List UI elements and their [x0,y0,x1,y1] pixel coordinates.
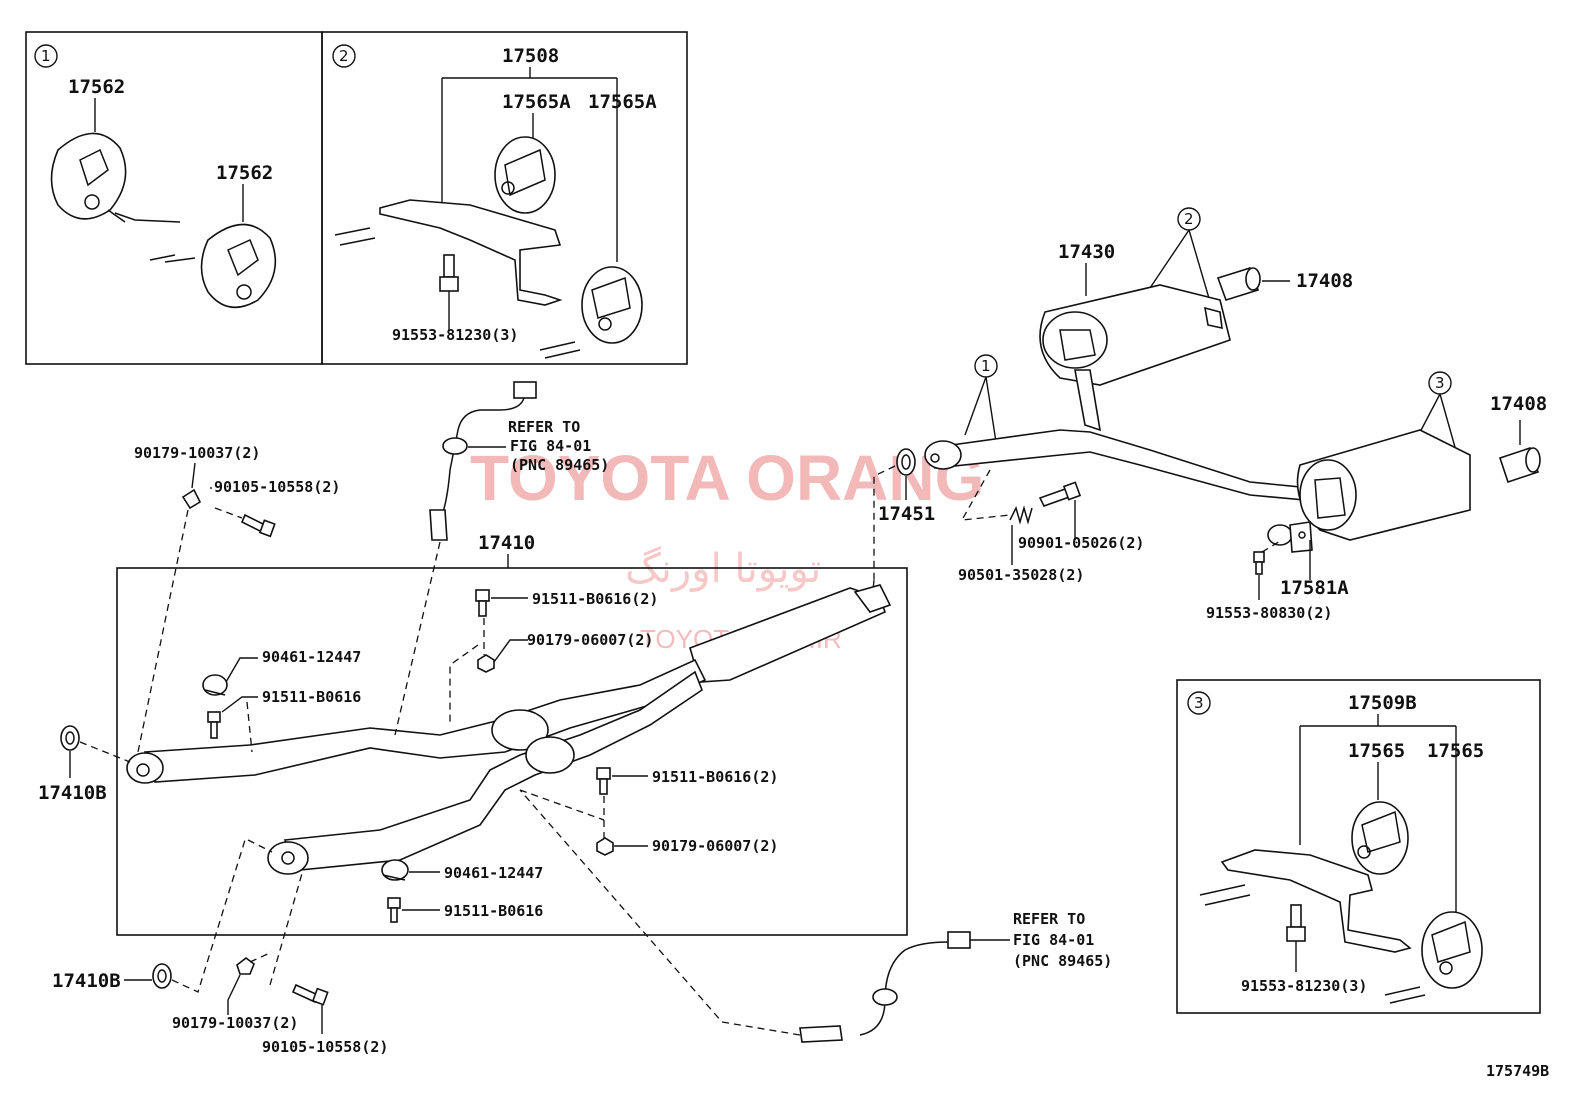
rubber-hanger-icon [1384,911,1483,1004]
label-90179-10037-b: 90179-10037(2) [172,1014,298,1032]
bolt-icon [1038,481,1082,507]
label-17408-b: 17408 [1490,393,1547,415]
label-17565A-right: 17565A [588,91,657,113]
label-17508: 17508 [502,45,559,67]
oxygen-sensor-lower [519,789,1010,1043]
label-91553-81230-a: 91553-81230(3) [392,326,518,344]
svg-text:1: 1 [981,357,991,375]
bracket-icon [1199,849,1412,953]
label-90179-10037-a: 90179-10037(2) [134,444,260,462]
label-90461-12447-a: 90461-12447 [262,648,361,666]
damper-bracket-icon [1267,521,1313,553]
inset-1-number-circle [34,44,58,68]
label-17581A: 17581A [1280,577,1349,599]
gasket-icon [60,725,80,751]
rubber-hanger-icon [494,136,556,214]
bolt-icon [291,983,329,1006]
rubber-hanger-icon [1351,801,1409,875]
spring-icon [1009,505,1033,525]
inset-2: 2 17508 17565A 17565A 91553-81230(3) [321,31,688,365]
label-17410: 17410 [478,532,535,554]
label-17430: 17430 [1058,241,1115,263]
label-17565A-left: 17565A [502,91,571,113]
bolt-icon [207,711,221,739]
tail-pipe-icon [1498,420,1541,484]
refer-2-line1: REFER TO [1013,910,1085,928]
refer-2-line2: FIG 84-01 [1013,931,1094,949]
label-90105-10558-b: 90105-10558(2) [262,1038,388,1056]
label-17509B: 17509B [1348,692,1417,714]
nut-icon [596,837,614,856]
label-17408-a: 17408 [1296,270,1353,292]
gasket-icon [896,448,916,476]
label-17410B-b: 17410B [52,970,121,992]
refer-1-line1: REFER TO [508,418,580,436]
label-91511-B0616-b: 91511-B0616 [444,902,543,920]
gasket-icon [152,963,172,989]
bolt-icon [1253,551,1265,575]
watermark-persian: تویوتا اورنگ [625,546,821,592]
callout-2: 2 [1149,207,1214,313]
clamp-icon [202,674,228,696]
nut-icon [236,956,255,975]
bolt-icon [387,897,401,923]
inset-3-number: 3 [1194,694,1204,712]
bolt-icon [596,767,611,795]
refer-1-line3: (PNC 89465) [510,456,609,474]
label-91511-B0616-a: 91511-B0616 [262,688,361,706]
label-91553-80830: 91553-80830(2) [1206,604,1332,622]
nut-icon [477,654,495,673]
bracket-icon [334,199,563,306]
oxygen-sensor-upper [394,381,537,736]
tail-pipe-icon [1216,267,1290,301]
assembly-17410-box [116,567,908,936]
bolt-icon [439,254,459,292]
label-90461-12447-b: 90461-12447 [444,864,543,882]
inset-2-number: 2 [339,47,349,65]
bolt-icon [240,513,276,538]
clamp-icon [381,859,409,881]
label-90901-05026: 90901-05026(2) [1018,534,1144,552]
refer-2-line3: (PNC 89465) [1013,952,1112,970]
label-90501-35028: 90501-35028(2) [958,566,1084,584]
label-90179-06007-b: 90179-06007(2) [652,837,778,855]
rubber-hanger-icon [149,223,277,309]
inset-1-number: 1 [41,47,51,65]
nut-icon [181,488,202,510]
label-17410B-a: 17410B [38,782,107,804]
label-90179-06007-a: 90179-06007(2) [527,631,653,649]
refer-1-line2: FIG 84-01 [510,437,591,455]
label-17565-left: 17565 [1348,740,1405,762]
label-90105-10558-a: 90105-10558(2) [214,478,340,496]
bolt-icon [475,589,490,617]
label-91553-81230-b: 91553-81230(3) [1241,977,1367,995]
label-17562-b: 17562 [216,162,273,184]
rubber-hanger-icon [50,132,181,223]
inset-3: 3 17509B 17565 17565 91553-81230(3) [1176,679,1541,1014]
label-91511-B0616-2-b: 91511-B0616(2) [652,768,778,786]
svg-text:2: 2 [1184,210,1194,228]
svg-text:3: 3 [1435,374,1445,392]
label-17565-right: 17565 [1427,740,1484,762]
diagram-id: 175749B [1486,1062,1549,1080]
rear-muffler-assembly [924,284,1471,541]
label-17451: 17451 [878,503,935,525]
front-pipe-assembly [126,584,892,875]
inset-1: 1 17562 17562 [25,31,323,365]
label-17562-a: 17562 [68,76,125,98]
rubber-hanger-icon [539,266,643,359]
bolt-icon [1286,904,1306,942]
label-91511-B0616-2-a: 91511-B0616(2) [532,590,658,608]
